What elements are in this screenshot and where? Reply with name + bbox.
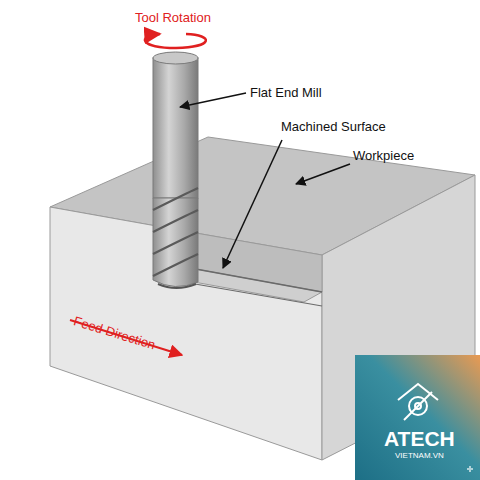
watermark: ATECH xyxy=(384,427,455,450)
part-label: Machined Surface xyxy=(281,120,386,134)
part-label: Flat End Mill xyxy=(250,86,322,100)
watermark: VIETNAM.VN xyxy=(395,452,444,461)
flute-groove xyxy=(153,210,198,232)
flute-groove xyxy=(153,188,198,210)
end-mill xyxy=(153,52,198,288)
flute-groove xyxy=(153,254,198,276)
motion-label: Tool Rotation xyxy=(135,11,211,25)
rotation-arrow xyxy=(145,34,206,48)
part-label: Workpiece xyxy=(353,149,414,163)
flute-groove xyxy=(153,232,198,254)
workpiece-block xyxy=(50,137,475,460)
watermark-badge xyxy=(355,355,480,480)
